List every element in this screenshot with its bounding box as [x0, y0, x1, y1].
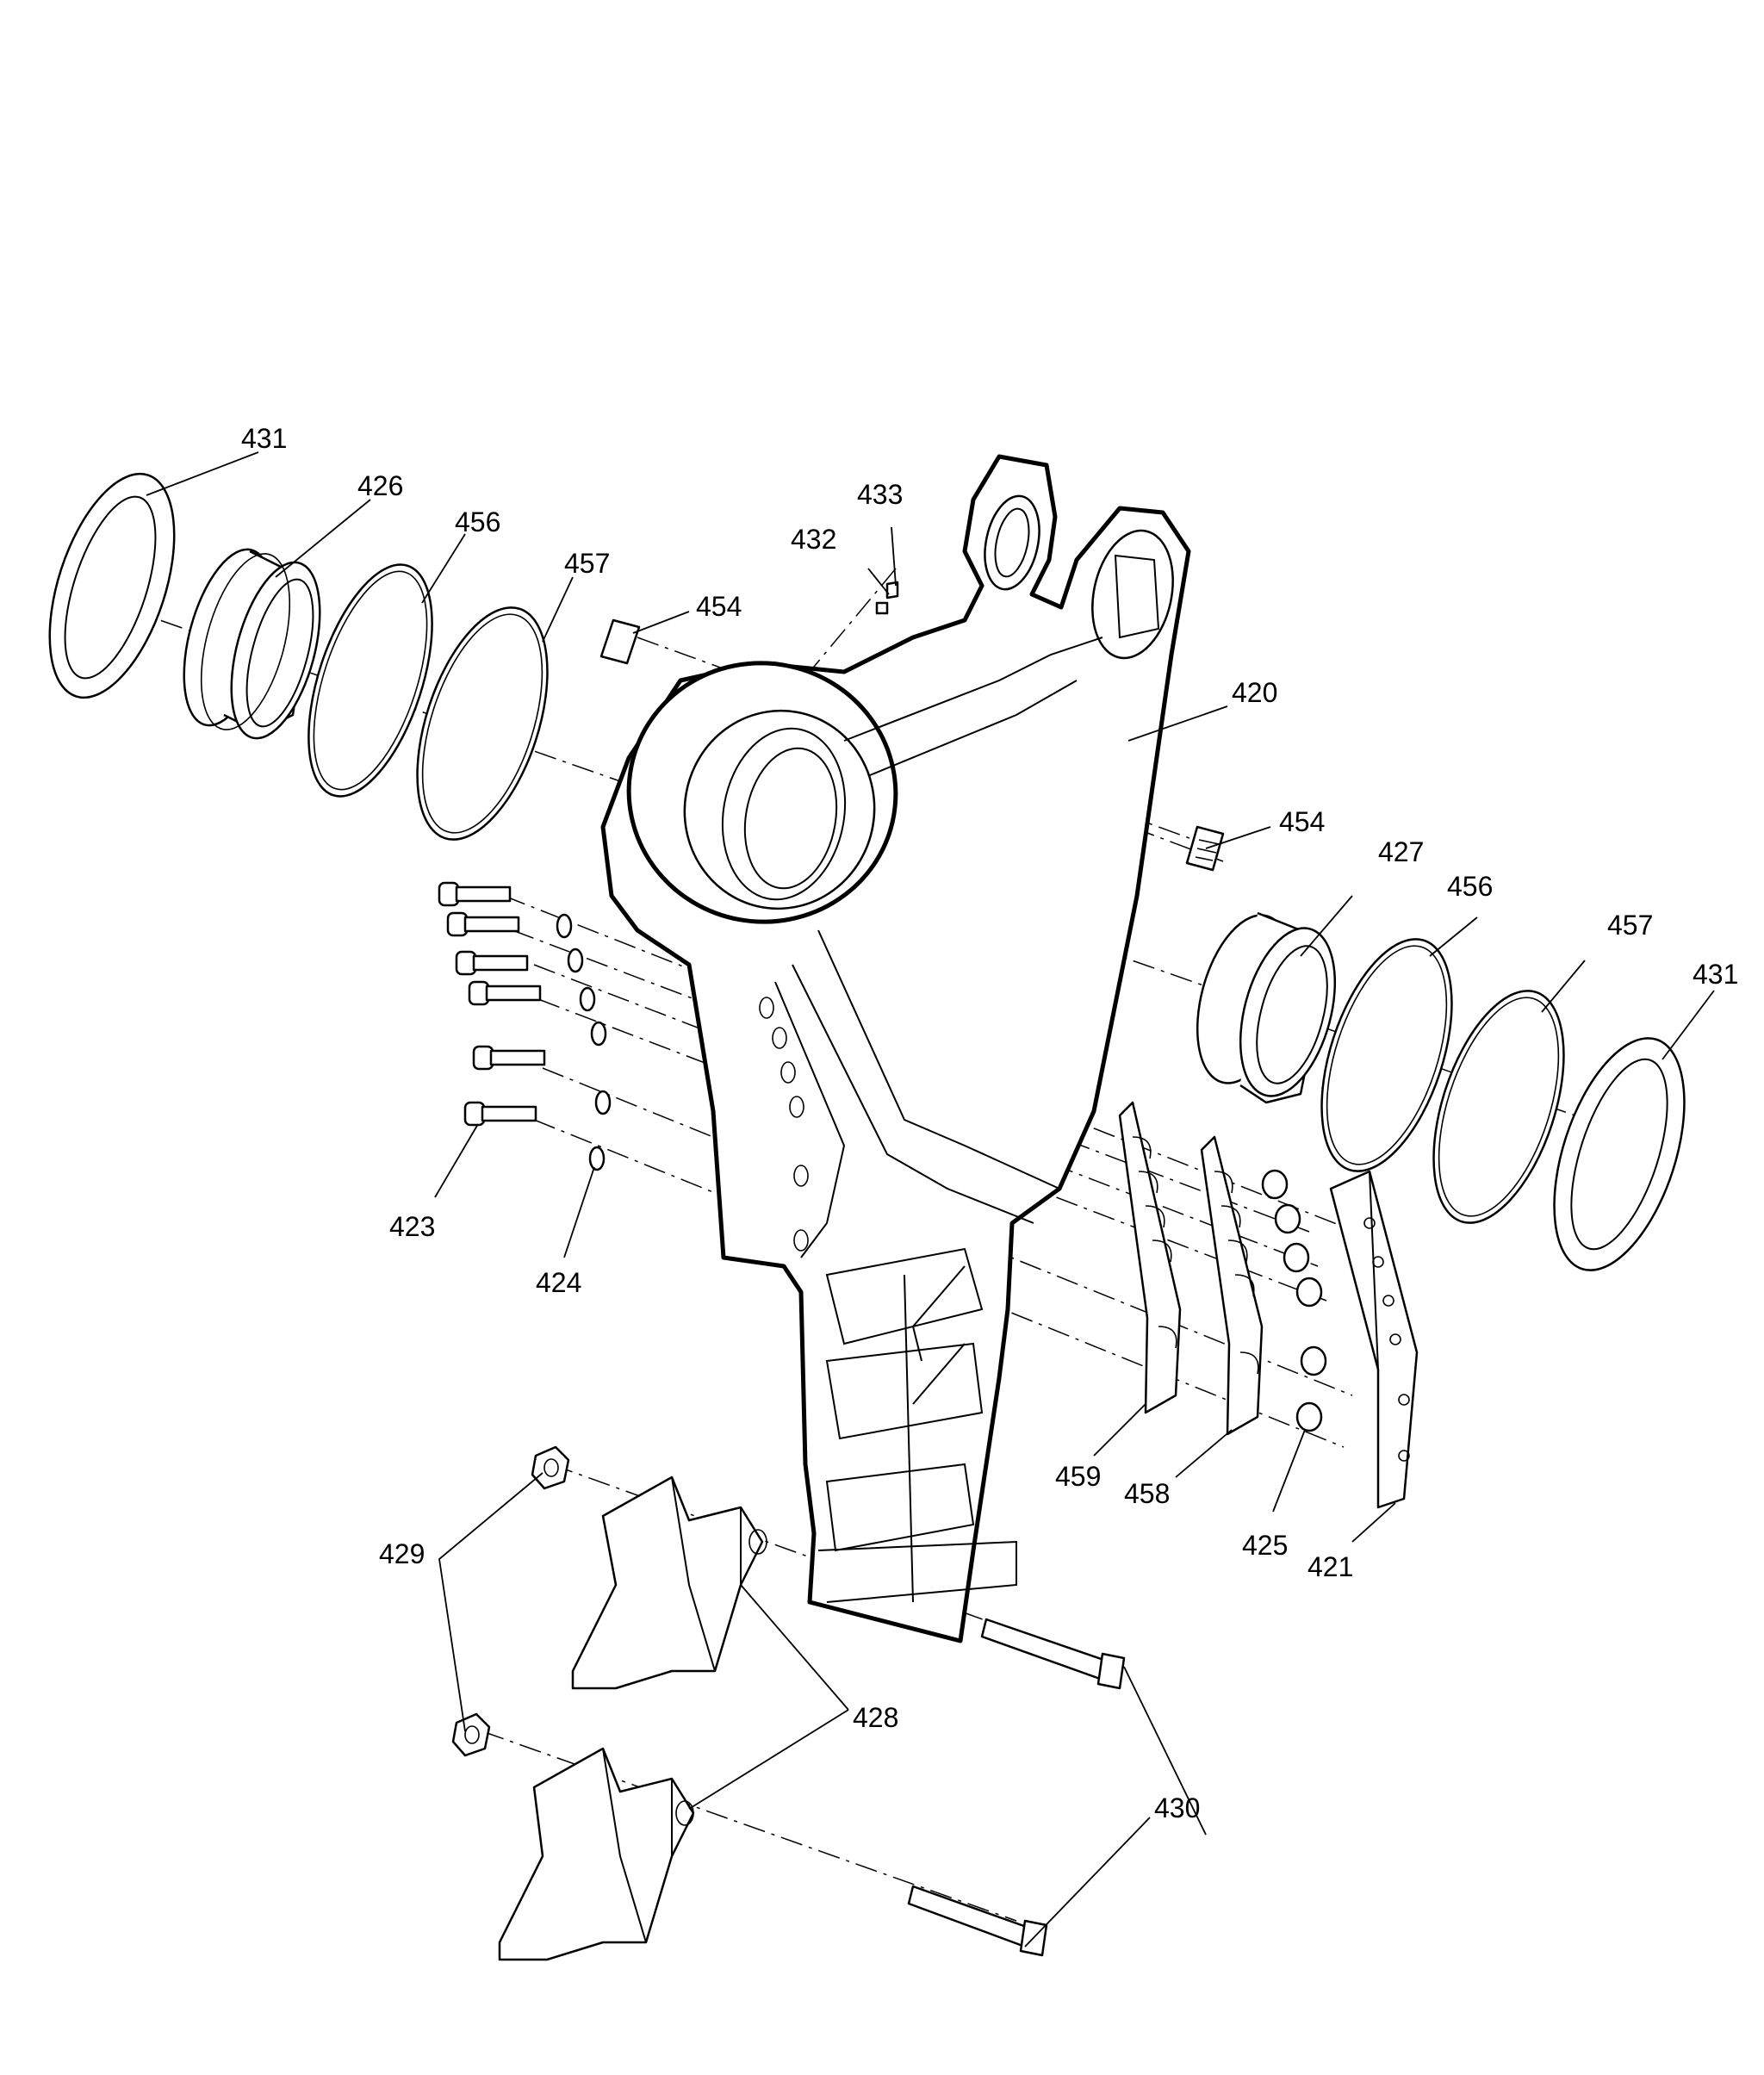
shim-457-right [1432, 990, 1565, 1224]
ring-431-left [48, 472, 176, 699]
label-432: 432 [791, 524, 836, 555]
shim-plate-458 [1200, 1135, 1264, 1436]
label-456-right: 456 [1447, 871, 1493, 902]
grease-fitting-432-433 [875, 581, 899, 615]
nuts-429 [451, 1445, 570, 1757]
shim-456-right [1320, 938, 1453, 1172]
arm-body-420 [600, 454, 1191, 1643]
leader-lines [146, 451, 1715, 1948]
decal-454-right [1185, 825, 1225, 872]
label-428: 428 [853, 1702, 898, 1733]
label-430: 430 [1154, 1792, 1200, 1823]
pins-430 [907, 1618, 1126, 1957]
bolts-423 [438, 881, 546, 1127]
bushing-426 [183, 548, 321, 740]
label-459: 459 [1055, 1461, 1101, 1492]
label-433: 433 [857, 479, 903, 510]
shim-457-left [416, 606, 549, 841]
wear-plate-421 [1329, 1170, 1419, 1509]
label-457-right: 457 [1607, 910, 1653, 941]
ring-431-right [1553, 1037, 1686, 1271]
label-456-left: 456 [455, 506, 500, 537]
label-426: 426 [357, 470, 403, 501]
label-431-left: 431 [241, 423, 287, 454]
label-431-right: 431 [1693, 959, 1738, 990]
label-420: 420 [1232, 677, 1277, 708]
label-429: 429 [379, 1538, 425, 1569]
callout-labels: 431 426 456 457 454 432 433 420 454 427 … [241, 423, 1738, 1823]
shim-plate-459 [1118, 1101, 1182, 1414]
spacers-425 [1261, 1169, 1327, 1432]
label-454-right: 454 [1279, 806, 1325, 837]
decal-454-top [599, 618, 641, 665]
label-424: 424 [536, 1267, 581, 1298]
bushing-427 [1196, 911, 1337, 1104]
teeth-428 [498, 1475, 767, 1961]
label-458: 458 [1124, 1478, 1170, 1509]
label-425: 425 [1242, 1530, 1288, 1561]
label-457-left: 457 [564, 548, 610, 579]
label-454-top: 454 [696, 591, 742, 622]
label-421: 421 [1307, 1551, 1353, 1582]
label-423: 423 [389, 1211, 435, 1242]
shim-456-left [307, 563, 433, 798]
washers-424 [556, 913, 612, 1171]
label-427: 427 [1378, 836, 1424, 867]
